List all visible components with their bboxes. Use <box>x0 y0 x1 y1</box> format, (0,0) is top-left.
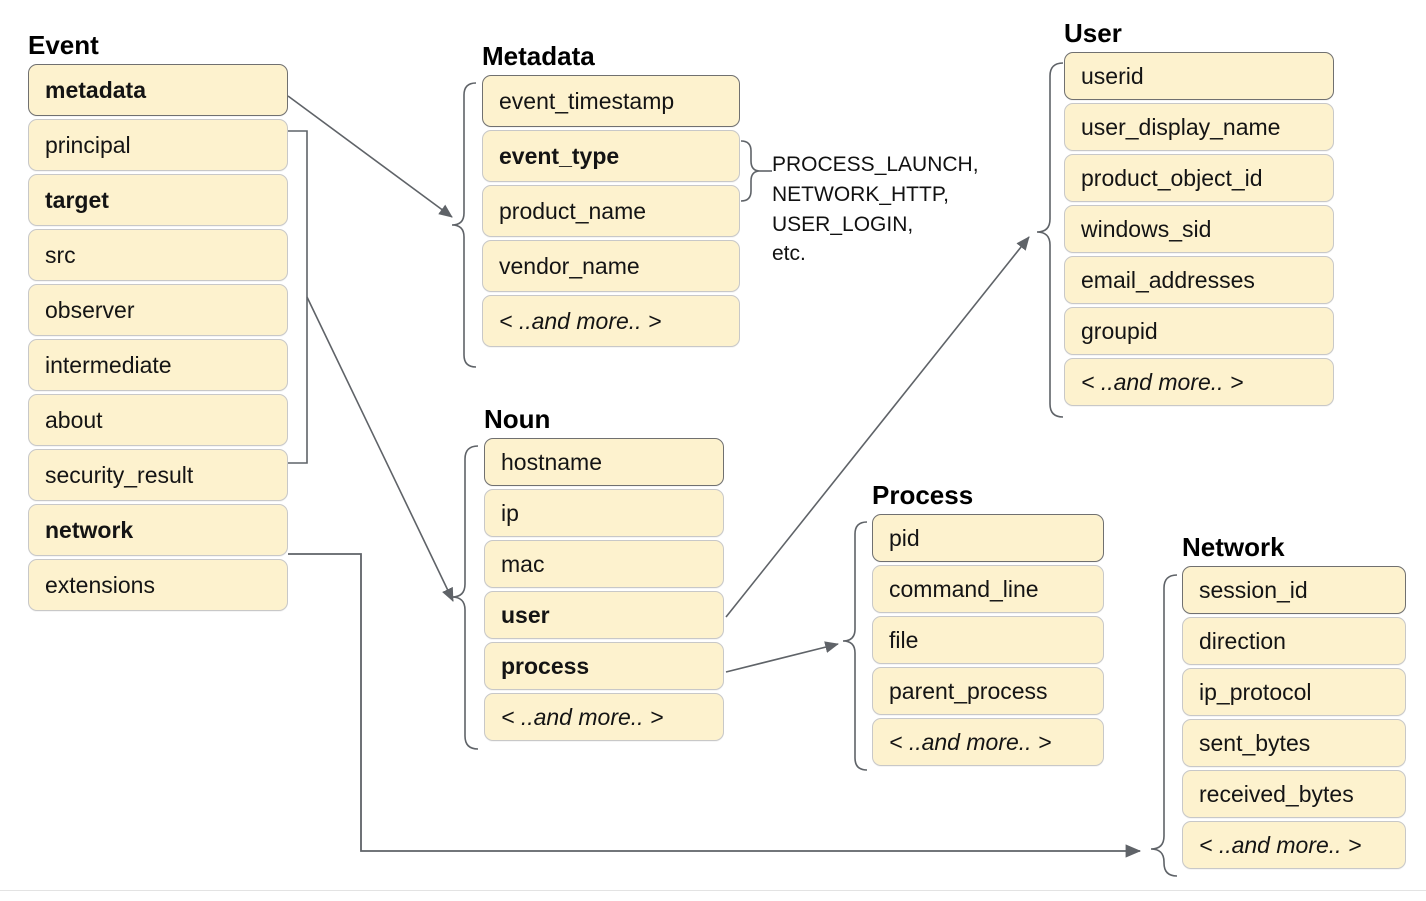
field-network-and-more[interactable]: < ..and more.. > <box>1182 821 1406 869</box>
field-event-about[interactable]: about <box>28 394 288 446</box>
field-event-intermediate[interactable]: intermediate <box>28 339 288 391</box>
field-metadata-product-name[interactable]: product_name <box>482 185 740 237</box>
fields-event: metadata principal target src observer i… <box>28 64 288 611</box>
connector-noun-process-to-process <box>725 641 839 673</box>
field-user-user-display-name[interactable]: user_display_name <box>1064 103 1334 151</box>
field-process-parent-process[interactable]: parent_process <box>872 667 1104 715</box>
field-event-metadata[interactable]: metadata <box>28 64 288 116</box>
field-network-direction[interactable]: direction <box>1182 617 1406 665</box>
field-user-userid[interactable]: userid <box>1064 52 1334 100</box>
brace-noun <box>451 445 479 750</box>
group-title-metadata: Metadata <box>482 41 595 71</box>
group-title-event: Event <box>28 30 99 60</box>
group-network: Network session_id direction ip_protocol… <box>1182 534 1406 869</box>
field-user-groupid[interactable]: groupid <box>1064 307 1334 355</box>
brace-event-type-values <box>740 140 761 202</box>
field-metadata-vendor-name[interactable]: vendor_name <box>482 240 740 292</box>
field-noun-hostname[interactable]: hostname <box>484 438 724 486</box>
group-noun: Noun hostname ip mac user process < ..an… <box>484 406 724 741</box>
fields-noun: hostname ip mac user process < ..and mor… <box>484 438 724 741</box>
field-noun-and-more[interactable]: < ..and more.. > <box>484 693 724 741</box>
field-event-network[interactable]: network <box>28 504 288 556</box>
field-network-sent-bytes[interactable]: sent_bytes <box>1182 719 1406 767</box>
field-noun-process[interactable]: process <box>484 642 724 690</box>
field-user-and-more[interactable]: < ..and more.. > <box>1064 358 1334 406</box>
field-user-windows-sid[interactable]: windows_sid <box>1064 205 1334 253</box>
field-event-extensions[interactable]: extensions <box>28 559 288 611</box>
group-title-network: Network <box>1182 532 1285 562</box>
group-process: Process pid command_line file parent_pro… <box>872 482 1104 766</box>
field-process-command-line[interactable]: command_line <box>872 565 1104 613</box>
field-process-file[interactable]: file <box>872 616 1104 664</box>
bracket-event-nouns <box>288 130 308 464</box>
brace-network <box>1150 574 1178 877</box>
group-user: User userid user_display_name product_ob… <box>1064 20 1334 406</box>
connector-event-metadata-to-metadata <box>287 95 453 218</box>
fields-metadata: event_timestamp event_type product_name … <box>482 75 740 347</box>
field-user-email-addresses[interactable]: email_addresses <box>1064 256 1334 304</box>
field-noun-mac[interactable]: mac <box>484 540 724 588</box>
field-event-observer[interactable]: observer <box>28 284 288 336</box>
field-event-target[interactable]: target <box>28 174 288 226</box>
field-metadata-and-more[interactable]: < ..and more.. > <box>482 295 740 347</box>
brace-user <box>1036 62 1064 418</box>
field-noun-user[interactable]: user <box>484 591 724 639</box>
group-title-user: User <box>1064 18 1122 48</box>
field-network-session-id[interactable]: session_id <box>1182 566 1406 614</box>
field-network-ip-protocol[interactable]: ip_protocol <box>1182 668 1406 716</box>
connector-event-nouns-to-noun <box>306 296 454 602</box>
field-event-security-result[interactable]: security_result <box>28 449 288 501</box>
group-title-noun: Noun <box>484 404 551 434</box>
field-process-and-more[interactable]: < ..and more.. > <box>872 718 1104 766</box>
field-metadata-event-type[interactable]: event_type <box>482 130 740 182</box>
fields-process: pid command_line file parent_process < .… <box>872 514 1104 766</box>
field-user-product-object-id[interactable]: product_object_id <box>1064 154 1334 202</box>
fields-network: session_id direction ip_protocol sent_by… <box>1182 566 1406 869</box>
field-event-src[interactable]: src <box>28 229 288 281</box>
brace-metadata <box>451 82 477 368</box>
field-event-principal[interactable]: principal <box>28 119 288 171</box>
field-noun-ip[interactable]: ip <box>484 489 724 537</box>
brace-process <box>842 521 868 771</box>
field-metadata-event-timestamp[interactable]: event_timestamp <box>482 75 740 127</box>
fields-user: userid user_display_name product_object_… <box>1064 52 1334 406</box>
annotation-event-type-values: PROCESS_LAUNCH, NETWORK_HTTP, USER_LOGIN… <box>772 153 979 266</box>
field-network-received-bytes[interactable]: received_bytes <box>1182 770 1406 818</box>
group-title-process: Process <box>872 480 974 510</box>
group-event: Event metadata principal target src obse… <box>28 32 288 611</box>
field-process-pid[interactable]: pid <box>872 514 1104 562</box>
group-metadata: Metadata event_timestamp event_type prod… <box>482 43 740 347</box>
bottom-divider <box>0 890 1426 891</box>
